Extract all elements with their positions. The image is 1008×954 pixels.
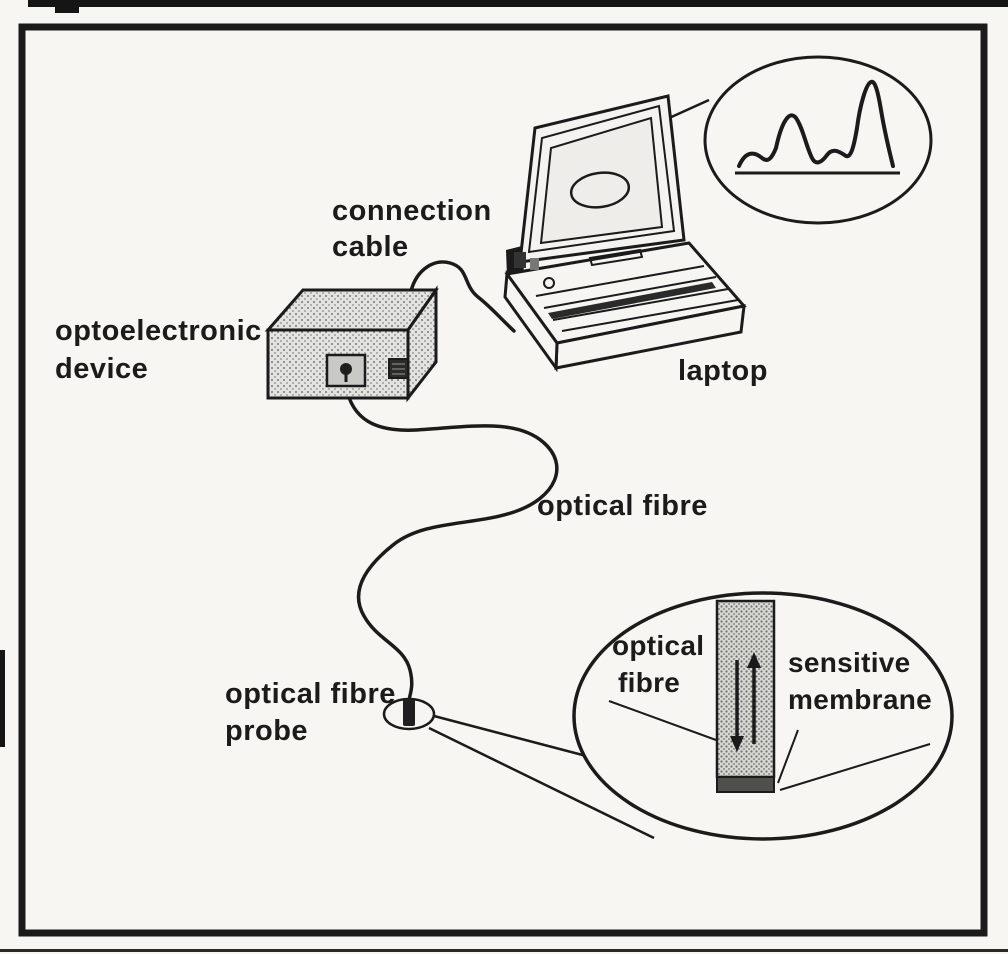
spectrum-inset (703, 55, 933, 225)
light-down-arrow-head (730, 736, 744, 752)
label-probe-line2: probe (225, 715, 308, 747)
laptop-keyboard-row-3 (552, 288, 729, 321)
connection-cable-line (408, 260, 516, 333)
laptop-hinge-block-2 (530, 258, 539, 270)
optical-fibre-line (344, 384, 559, 702)
laptop-trackball (543, 277, 555, 289)
scan-artifact-top-bar (28, 0, 1008, 7)
probe-tip (403, 699, 415, 726)
label-connection: connection (332, 195, 492, 227)
laptop-left-edge (503, 269, 559, 373)
label-optical-fibre: optical fibre (537, 490, 708, 522)
zoom-membrane-leader-1 (777, 729, 799, 784)
scan-artifact-top-blob (55, 0, 79, 13)
spectrum-curve (737, 79, 895, 168)
laptop-keyboard-row-1 (535, 265, 705, 297)
zoom-fibre-rod (715, 599, 776, 779)
spectrum-ellipse (703, 55, 933, 225)
optical-fibre-probe-drawing (382, 697, 436, 731)
scan-artifact-bottom-line (0, 949, 1008, 952)
laptop-hinge-latch (588, 248, 644, 267)
label-laptop: laptop (678, 355, 768, 387)
light-up-arrow-head (747, 652, 761, 668)
label-probe-line1: optical fibre (225, 678, 396, 710)
laptop-drawing (503, 94, 747, 373)
laptop-screen-oval (569, 171, 631, 209)
laptop-screen-bezel (527, 104, 676, 254)
label-optoelectronic: optoelectronic (55, 315, 262, 347)
figure-frame (18, 23, 988, 937)
laptop-keyboard-row-2 (543, 276, 717, 309)
label-inset-membrane: membrane (788, 684, 932, 715)
laptop-hinge-block-1 (514, 252, 526, 268)
probe-wedge-line-upper (433, 714, 595, 760)
label-cable: cable (332, 231, 409, 263)
optoelectronic-device-drawing (264, 285, 439, 403)
laptop-keyboard-dark-band (548, 282, 716, 319)
probe-zoom-inset: optical fibre sensitive membrane (572, 591, 954, 841)
laptop-screen-inner (539, 116, 664, 245)
probe-wedge-line-lower (428, 726, 655, 840)
scan-artifact-left-mark (0, 650, 5, 747)
label-inset-optical: optical (612, 630, 704, 661)
zoom-fibre-leader (608, 700, 717, 741)
label-inset-sensitive: sensitive (788, 647, 911, 678)
label-inset-fibre: fibre (618, 667, 680, 698)
laptop-keyboard-row-4 (561, 299, 739, 332)
zoom-sensitive-membrane (716, 776, 775, 793)
label-device: device (55, 353, 148, 385)
zoom-membrane-leader-2 (779, 743, 931, 791)
